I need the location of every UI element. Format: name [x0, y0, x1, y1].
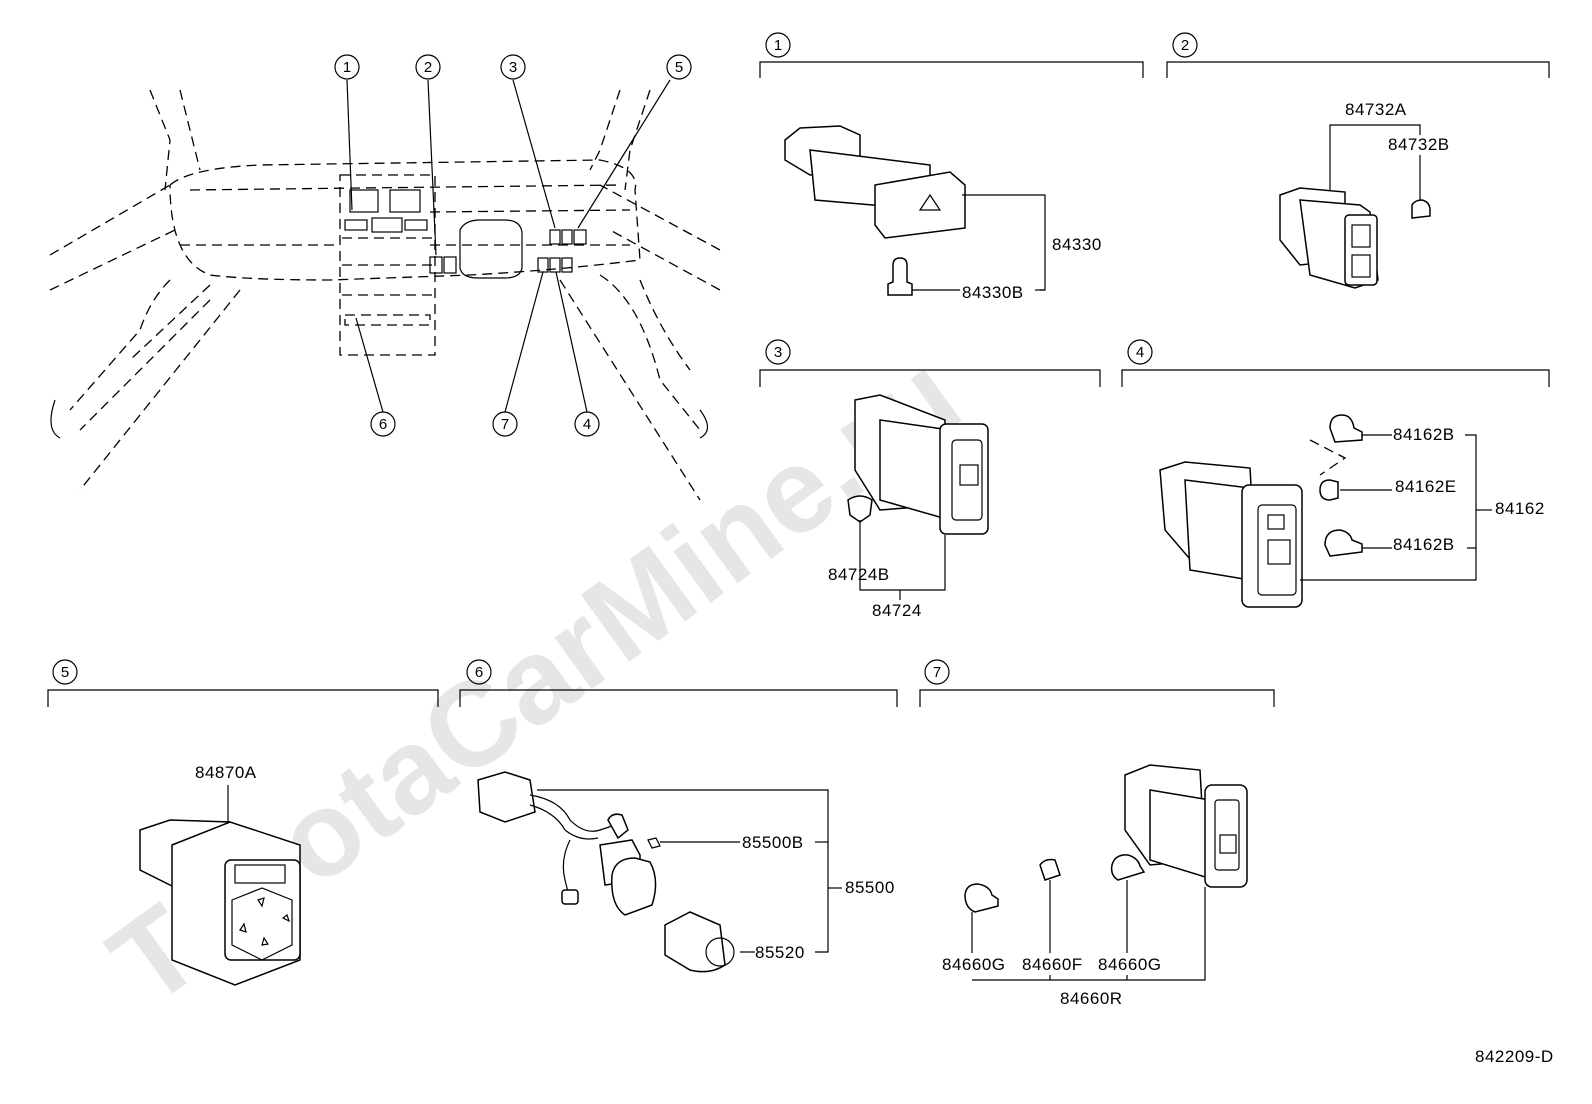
- callout-6: 6: [370, 411, 396, 437]
- svg-text:1: 1: [774, 37, 782, 54]
- svg-text:3: 3: [509, 59, 517, 76]
- svg-text:84660F: 84660F: [1022, 955, 1083, 974]
- svg-text:3: 3: [774, 344, 782, 361]
- section-7: 7 84660G 84660F 84660G 84660R: [919, 659, 1275, 1008]
- svg-text:5: 5: [61, 664, 69, 681]
- svg-text:85520: 85520: [755, 943, 805, 962]
- section-5: 5 84870A: [47, 659, 439, 986]
- svg-text:6: 6: [379, 416, 387, 433]
- svg-text:84732B: 84732B: [1388, 135, 1450, 154]
- svg-text:84732A: 84732A: [1345, 100, 1407, 119]
- svg-text:4: 4: [1136, 344, 1144, 361]
- svg-text:7: 7: [501, 416, 509, 433]
- svg-text:84870A: 84870A: [195, 763, 257, 782]
- svg-text:84330B: 84330B: [962, 283, 1024, 302]
- svg-text:84724: 84724: [872, 601, 922, 620]
- svg-text:4: 4: [583, 416, 591, 433]
- callout-1: 1: [334, 54, 360, 80]
- svg-text:1: 1: [343, 59, 351, 76]
- svg-text:84660R: 84660R: [1060, 989, 1123, 1008]
- callout-4: 4: [574, 411, 600, 437]
- svg-text:84660G: 84660G: [942, 955, 1006, 974]
- section-1: 1 84330 84330B: [759, 32, 1144, 302]
- svg-text:84162E: 84162E: [1395, 477, 1457, 496]
- svg-text:6: 6: [475, 664, 483, 681]
- svg-text:2: 2: [424, 59, 432, 76]
- section-3: 3 84724B 84724: [759, 339, 1101, 620]
- dashboard-overview: [49, 79, 721, 501]
- callout-7: 7: [492, 411, 518, 437]
- section-2: 2 84732A 84732B: [1166, 32, 1550, 289]
- callout-3: 3: [500, 54, 526, 80]
- svg-text:84660G: 84660G: [1098, 955, 1162, 974]
- svg-text:84162B: 84162B: [1393, 535, 1455, 554]
- svg-text:85500: 85500: [845, 878, 895, 897]
- svg-text:84330: 84330: [1052, 235, 1102, 254]
- diagram-code: 842209-D: [1475, 1047, 1554, 1066]
- svg-text:85500B: 85500B: [742, 833, 804, 852]
- svg-text:84724B: 84724B: [828, 565, 890, 584]
- section-6: 6 85500B 85520 85500: [459, 659, 898, 973]
- svg-text:84162: 84162: [1495, 499, 1545, 518]
- svg-text:2: 2: [1181, 37, 1189, 54]
- svg-text:7: 7: [933, 664, 941, 681]
- svg-text:84162B: 84162B: [1393, 425, 1455, 444]
- svg-text:5: 5: [675, 59, 683, 76]
- section-4: 4 84162B 84162E 84162B 84162: [1121, 339, 1550, 608]
- callout-5: 5: [666, 54, 692, 80]
- callout-2: 2: [415, 54, 441, 80]
